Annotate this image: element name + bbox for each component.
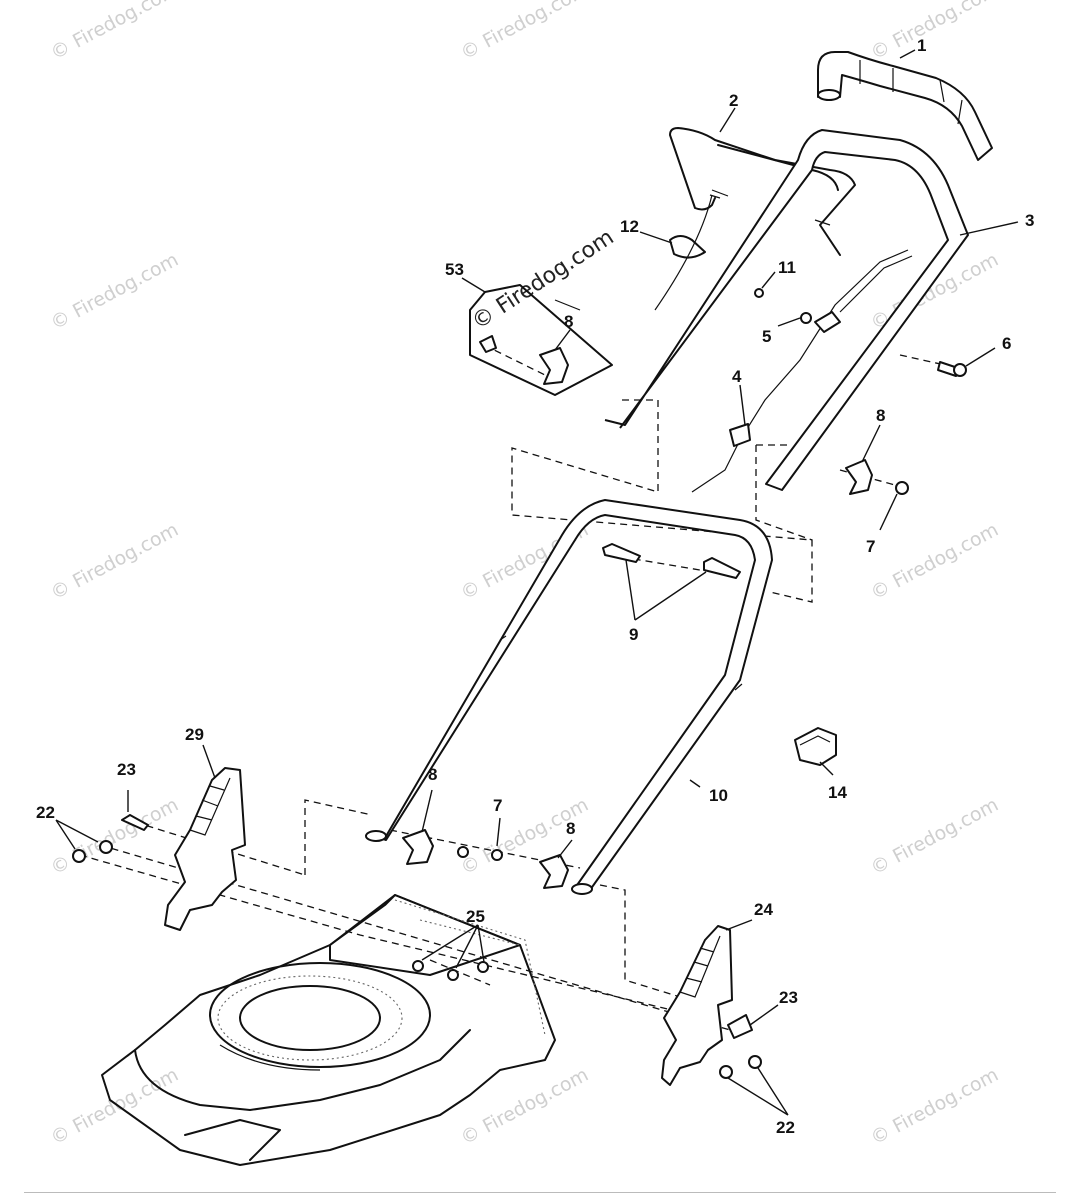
callout-8: 8 — [566, 819, 575, 838]
assembly-dashed-lines — [79, 344, 946, 1031]
callout-8: 8 — [428, 765, 437, 784]
watermark: © Firedog.com — [867, 794, 1002, 880]
callout-5: 5 — [762, 327, 771, 346]
callout-7: 7 — [493, 796, 502, 815]
footer-divider — [24, 1192, 1056, 1193]
watermark: © Firedog.com — [457, 1064, 592, 1150]
watermark: © Firedog.com — [457, 0, 592, 64]
bracket-left-part — [164, 767, 246, 931]
callout-14: 14 — [828, 783, 847, 802]
callout-22: 22 — [36, 803, 55, 822]
callout-3: 3 — [1025, 211, 1034, 230]
callout-23: 23 — [779, 988, 798, 1007]
callout-8: 8 — [876, 406, 885, 425]
upper-handle-part — [604, 129, 969, 491]
callout-10: 10 — [709, 786, 728, 805]
callout-22: 22 — [776, 1118, 795, 1137]
callout-6: 6 — [1002, 334, 1011, 353]
callout-2: 2 — [729, 91, 738, 110]
hardware-parts — [72, 235, 967, 1079]
watermark: © Firedog.com — [47, 0, 182, 64]
watermark-stamp: © Firedog.com — [468, 225, 619, 335]
watermark: © Firedog.com — [867, 0, 1002, 64]
callout-25: 25 — [466, 907, 485, 926]
watermark: © Firedog.com — [47, 249, 182, 335]
callout-1: 1 — [917, 36, 926, 55]
lower-handle-part — [365, 499, 773, 895]
watermarks: © Firedog.com © Firedog.com © Firedog.co… — [47, 0, 1002, 1149]
callout-8: 8 — [564, 312, 573, 331]
bracket-right-part — [661, 925, 733, 1086]
callout-53: 53 — [445, 260, 464, 279]
mower-deck-part — [101, 894, 556, 1166]
watermark: © Firedog.com — [867, 1064, 1002, 1150]
callout-23: 23 — [117, 760, 136, 779]
callout-29: 29 — [185, 725, 204, 744]
watermark: © Firedog.com — [47, 519, 182, 605]
callout-12: 12 — [620, 217, 639, 236]
leader-lines — [55, 49, 1019, 1116]
callout-24: 24 — [754, 900, 773, 919]
watermark: © Firedog.com — [867, 519, 1002, 605]
handle-grip-part — [817, 51, 993, 161]
callout-7: 7 — [866, 537, 875, 556]
control-cable-part — [691, 249, 913, 493]
callout-9: 9 — [629, 625, 638, 644]
callout-labels: 1 2 3 12 11 53 8 5 6 4 8 7 9 14 10 29 23… — [36, 36, 1034, 1137]
callout-11: 11 — [778, 258, 796, 277]
callout-4: 4 — [732, 367, 742, 386]
